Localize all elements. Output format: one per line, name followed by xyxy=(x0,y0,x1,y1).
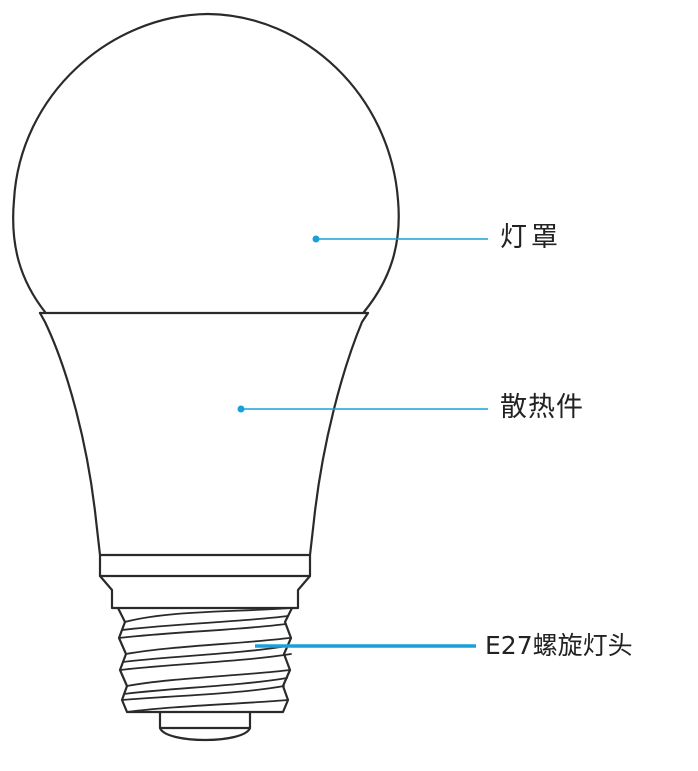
label-screw-base: E27螺旋灯头 xyxy=(485,631,633,660)
screw-threads xyxy=(118,607,292,713)
leader-dot-shade xyxy=(312,235,320,243)
base-tip xyxy=(158,710,252,742)
base-collar xyxy=(98,553,312,610)
label-heatsink: 散热件 xyxy=(500,392,584,423)
bulb-shade xyxy=(12,12,400,314)
label-shade: 灯罩 xyxy=(500,222,562,253)
leader-dot-heatsink xyxy=(237,405,245,413)
bulb-heatsink xyxy=(38,311,370,557)
